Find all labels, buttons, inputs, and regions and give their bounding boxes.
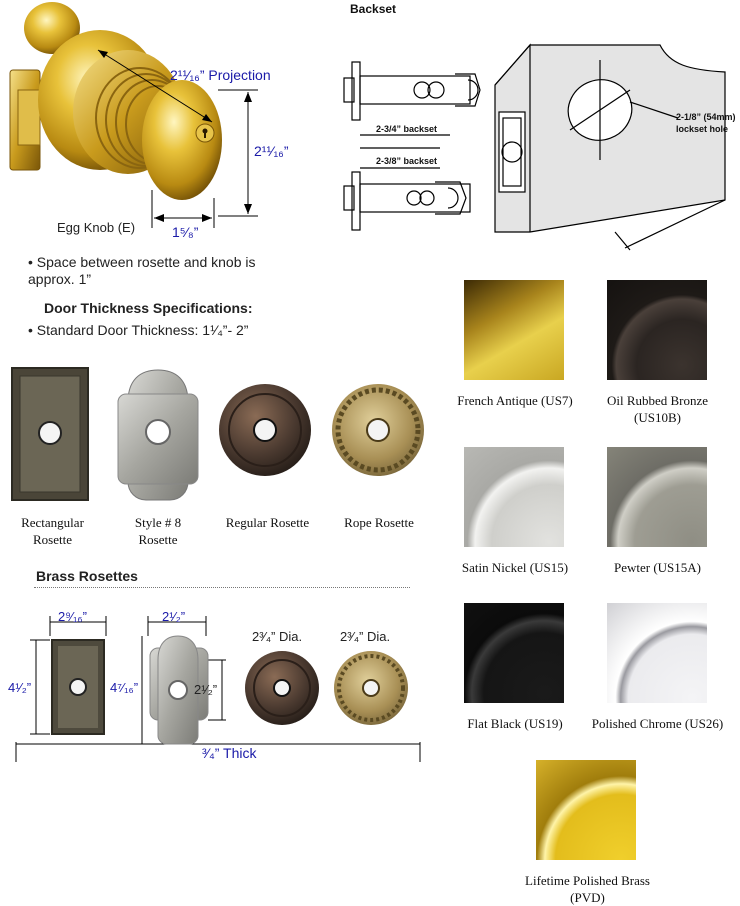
rosette-row: Rectangular Rosette Style # 8 Rosette Re… [0,362,440,552]
finish-swatch-flat-black [464,603,564,703]
rosette-rope-label: Rope Rosette [344,515,414,530]
brass-rosettes-divider [34,587,410,588]
finish-label-oil-rubbed-bronze: Oil Rubbed Bronze (US10B) [606,393,709,425]
finish-grid: French Antique (US7) Oil Rubbed Bronze (… [440,270,740,905]
regular-dia-label: 2³⁄₄” Dia. [252,629,303,644]
finish-label-polished-chrome: Polished Chrome (US26) [591,716,724,731]
brass-rosettes-figure: 2⁹⁄₁₆” 4¹⁄₂” 2¹⁄₂” 4⁷⁄₁₆” 2¹⁄₂” 2³⁄₄” Di… [0,600,440,770]
rosette-style8-label: Style # 8 Rosette [134,515,182,547]
backset-title: Backset [350,2,397,16]
egg-knob-figure: 2¹¹⁄₁₆” Projection 2¹¹⁄₁₆” 1⁵⁄₈” Egg Kno… [0,0,300,240]
backset-figure: Backset [330,0,740,260]
brass-rosettes-diagram [15,616,421,762]
style8-height-label: 4⁷⁄₁₆” [110,680,139,695]
finish-swatch-pewter [607,447,707,547]
rosette-regular-label: Regular Rosette [225,515,310,530]
finish-swatch-polished-brass [536,760,636,860]
finish-label-french-antique: French Antique (US7) [457,393,573,408]
finish-swatch-french-antique [464,280,564,380]
finish-label-flat-black: Flat Black (US19) [467,716,563,731]
thick-label: ³⁄₄” Thick [202,745,257,761]
backset-dim-b: 2-3/8” backset [376,156,438,166]
height-label: 2¹¹⁄₁₆” [254,143,289,159]
backset-diagram [343,43,726,251]
egg-knob-image [9,2,258,228]
rope-dia-label: 2³⁄₄” Dia. [340,629,391,644]
style8-width-label: 2¹⁄₂” [162,609,186,624]
door-thickness-heading: Door Thickness Specifications: [44,300,253,316]
door-thickness-standard: • Standard Door Thickness: 1¹⁄₄”- 2” [28,322,249,338]
projection-label: 2¹¹⁄₁₆” Projection [170,67,271,83]
model-label: Egg Knob (E) [57,220,136,235]
finish-label-polished-brass: Lifetime Polished Brass (PVD) [525,873,650,905]
finish-swatch-satin-nickel [464,447,564,547]
rect-width-label: 2⁹⁄₁₆” [58,609,87,624]
lockset-hole-label: 2-1/8” (54mm) lockset hole [676,112,736,134]
brass-rosettes-heading: Brass Rosettes [36,568,138,584]
finish-label-satin-nickel: Satin Nickel (US15) [461,560,569,575]
finish-swatch-polished-chrome [607,603,707,703]
finish-swatch-oil-rubbed-bronze [607,280,707,380]
style8-inner-label: 2¹⁄₂” [194,682,218,697]
rect-height-label: 4¹⁄₂” [8,680,32,695]
finish-label-pewter: Pewter (US15A) [613,560,701,575]
rosette-rectangular-label: Rectangular Rosette [21,515,84,547]
width-label: 1⁵⁄₈” [172,224,199,240]
backset-dim-a: 2-3/4” backset [376,124,438,134]
rosette-images [11,367,424,501]
space-note: • Space between rosette and knob is appr… [28,254,256,287]
